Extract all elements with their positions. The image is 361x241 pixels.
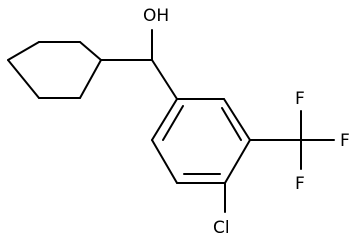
bond-bz-double-2 bbox=[221, 107, 242, 141]
bond-cy-3 bbox=[79, 41, 102, 61]
bond-bz-5 bbox=[151, 139, 178, 184]
bond-bz-6 bbox=[151, 98, 178, 141]
label-f-bottom: F bbox=[295, 174, 305, 194]
bond-cy-1 bbox=[7, 41, 40, 61]
bond-bz-3 bbox=[224, 139, 251, 184]
bond-bz-2 bbox=[223, 98, 251, 141]
bond-cy-6 bbox=[7, 59, 40, 99]
label-cl: Cl bbox=[213, 218, 230, 238]
bond-cy-4 bbox=[79, 59, 102, 99]
bond-bz-double-1 bbox=[162, 105, 184, 141]
label-f-right: F bbox=[340, 131, 350, 151]
cyclohexane-ring bbox=[7, 41, 102, 99]
bond-carbinol-to-ring bbox=[151, 59, 178, 100]
label-oh: OH bbox=[143, 6, 169, 26]
label-f-top: F bbox=[295, 89, 305, 109]
benzene-ring bbox=[151, 98, 251, 184]
